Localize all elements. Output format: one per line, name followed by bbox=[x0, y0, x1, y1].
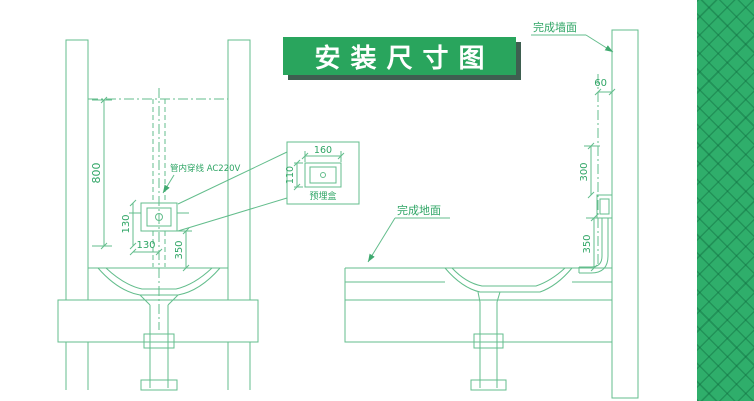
floor-leader-line bbox=[367, 217, 396, 263]
title-banner: 安装尺寸图 bbox=[283, 37, 516, 75]
left-section-view: 管内穿线 AC220V bbox=[57, 39, 288, 391]
floor-slab-right bbox=[344, 299, 613, 343]
floor-and-pan-right bbox=[344, 267, 613, 391]
flush-valve bbox=[129, 202, 189, 232]
dim-110: 110 bbox=[285, 166, 296, 184]
dim-350-right: 350 bbox=[582, 234, 593, 253]
concealed-pipe bbox=[152, 99, 166, 267]
dim-130-vertical: 130 bbox=[121, 214, 132, 233]
callout-leader-bottom bbox=[177, 197, 288, 232]
wire-label: 管内穿线 AC220V bbox=[170, 163, 241, 174]
embedded-box-label: 预埋盒 bbox=[309, 190, 336, 202]
finished-wall-label: 完成墙面 bbox=[533, 20, 577, 34]
detail-callout: 160 110 预埋盒 bbox=[285, 141, 360, 205]
dim-160: 160 bbox=[314, 145, 332, 156]
left-wall-column bbox=[65, 39, 89, 301]
flush-pipe bbox=[578, 218, 609, 274]
wire-leader-line bbox=[162, 174, 175, 194]
floor-slab bbox=[57, 299, 259, 343]
floor-and-pan bbox=[57, 267, 259, 391]
dim-130-horizontal: 130 bbox=[136, 240, 155, 251]
dim-60: 60 bbox=[594, 78, 607, 89]
callout-leader-top bbox=[177, 151, 288, 205]
dim-800: 800 bbox=[90, 163, 103, 184]
finished-wall-column bbox=[611, 29, 639, 399]
page-title: 安装尺寸图 bbox=[314, 42, 495, 73]
decorative-sidebar bbox=[697, 0, 754, 401]
right-section-view: 完成墙面 60 300 bbox=[344, 20, 639, 399]
left-dimensions: 800 130 130 350 bbox=[90, 96, 192, 272]
wall-sensor-box bbox=[596, 194, 613, 219]
callout-frame bbox=[286, 141, 360, 205]
dim-300: 300 bbox=[579, 162, 590, 181]
wall-leader-line bbox=[585, 34, 614, 53]
dim-350-left: 350 bbox=[174, 240, 185, 259]
finished-floor-label: 完成地面 bbox=[397, 203, 441, 217]
